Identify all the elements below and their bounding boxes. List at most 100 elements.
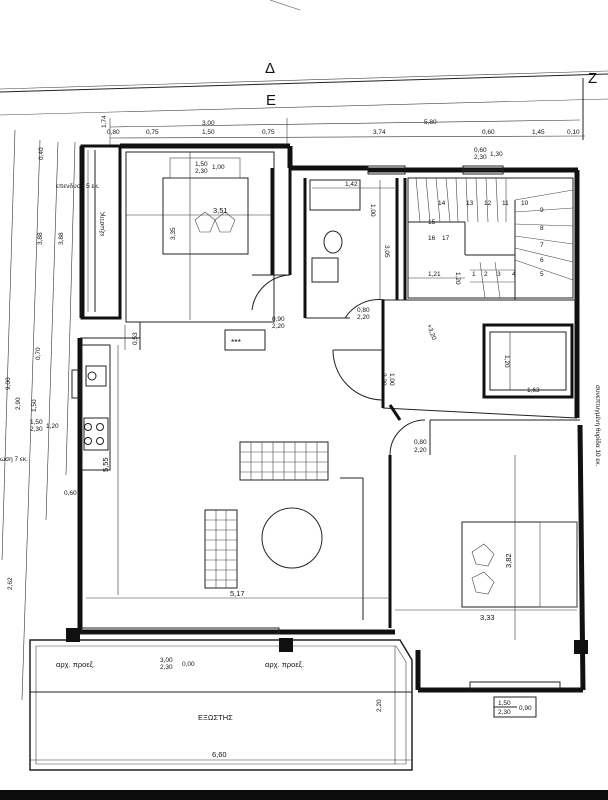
- left-dim-3-88-inner: 3,88: [58, 232, 65, 245]
- bath-small: 1,00: [369, 204, 376, 217]
- window-tr-1-30: 1,30: [490, 151, 503, 158]
- stair-dim-1-21: 1,21: [428, 271, 441, 278]
- door-swings: [251, 274, 426, 456]
- stair-10: 10: [521, 200, 529, 207]
- window-center-0-00: 0,00: [182, 661, 195, 668]
- top-right-window: [367, 165, 504, 175]
- bed1-window-1-00: 1,00: [212, 164, 225, 171]
- lift-shaft: [482, 323, 574, 399]
- stair-5: 5: [540, 271, 544, 278]
- left-dimension-lines: [1, 129, 76, 701]
- kitchen-dim: 0,53: [132, 332, 139, 345]
- bath-height: 3,05: [383, 245, 390, 258]
- bed2-height: 3,82: [504, 553, 513, 568]
- left-balcony: [87, 150, 96, 312]
- interior-walls: [80, 168, 580, 628]
- left-dim-3-88-outer: 3,88: [37, 232, 44, 245]
- top-dim-0-10: 0,10: [567, 129, 580, 136]
- stair-13: 13: [466, 200, 474, 207]
- left-dim-9-00: 9,00: [5, 377, 12, 390]
- bed1-window-1-50: 1,50: [195, 161, 208, 168]
- left-dim-0-60: 0,60: [64, 490, 77, 497]
- arx-proex-mid: αρχ. προεξ.: [265, 660, 304, 669]
- stair-7: 7: [540, 242, 544, 249]
- living-room: [86, 345, 388, 599]
- top-dim-5-80: 5,80: [424, 119, 437, 126]
- left-dim-small-2-30: 2,30: [30, 426, 43, 433]
- staircase: [407, 177, 574, 300]
- left-balcony-label: εξωστης: [99, 212, 106, 236]
- bathroom: [309, 179, 395, 300]
- pillar-left: [66, 628, 80, 642]
- top-dim-1-45: 1,45: [532, 129, 545, 136]
- compass-letter-bottom: Ε: [266, 92, 276, 109]
- stair-8: 8: [540, 225, 544, 232]
- lift-height: 1,20: [503, 355, 510, 368]
- left-dim-2-90: 2,90: [15, 397, 22, 410]
- stair-17: 17: [442, 235, 450, 242]
- left-label-epend2: ωση 7 εκ.: [0, 456, 28, 463]
- bedroom-1: [125, 151, 275, 351]
- top-dim-3-74: 3,74: [373, 129, 386, 136]
- site-boundary: [0, 0, 608, 140]
- top-dimension-lines: [109, 118, 586, 145]
- kitchen: [71, 325, 126, 471]
- compass-letter-east: Z: [588, 70, 597, 87]
- window-center-3-00: 3,00: [160, 657, 173, 664]
- stair-1: 1: [472, 271, 476, 278]
- right-side-label: συνεπτυγμένη θυρίδα 10 εκ.: [594, 385, 602, 467]
- window-tag-box: [493, 696, 537, 718]
- top-dim-1-50: 1,50: [202, 129, 215, 136]
- living-height: 5,55: [101, 457, 110, 472]
- window-br-0-90: 0,90: [519, 705, 532, 712]
- bed2-width: 3,33: [480, 613, 495, 622]
- bottom-balcony: [29, 627, 588, 771]
- window-tr-2-30: 2,30: [474, 154, 487, 161]
- window-br-2-30: 2,30: [498, 709, 511, 716]
- door1-w: 0,90: [272, 316, 285, 323]
- door3-w: 1,00: [388, 373, 395, 386]
- stair-dim-1-20: 1,20: [454, 272, 461, 285]
- window-tr-0-60: 0,60: [474, 147, 487, 154]
- bed1-width: 3,51: [213, 206, 228, 215]
- window-br-1-50: 1,50: [498, 700, 511, 707]
- left-dim-1-50: 1,50: [31, 399, 38, 412]
- balcony-width: 6,60: [212, 750, 227, 759]
- scan-edge: [0, 790, 608, 800]
- outer-walls: [77, 143, 586, 693]
- stair-14: 14: [438, 200, 446, 207]
- stair-2: 2: [484, 271, 488, 278]
- stair-4: 4: [512, 271, 516, 278]
- stair-11: 11: [502, 200, 509, 207]
- door4-h: 2,20: [414, 447, 427, 454]
- balcony-label: ΕΞΩΣΤΗΣ: [198, 713, 233, 722]
- top-dim-0-80: 0,80: [107, 129, 120, 136]
- stair-15: 15: [428, 219, 436, 226]
- left-dim-2-62: 2,62: [7, 577, 14, 590]
- stair-3: 3: [497, 271, 501, 278]
- level-mark: +3,20: [425, 323, 437, 341]
- door2-w: 0,80: [357, 307, 370, 314]
- top-dim-0-60: 0,60: [482, 129, 495, 136]
- top-dim-0-75b: 0,75: [262, 129, 275, 136]
- compass-letter-top: Δ: [265, 60, 275, 77]
- balcony-depth: 2,20: [376, 699, 383, 712]
- stair-16: 16: [428, 235, 436, 242]
- living-width: 5,17: [230, 589, 245, 598]
- door4-w: 0,80: [414, 439, 427, 446]
- bath-width: 1,42: [345, 181, 358, 188]
- window-center-2-30: 2,30: [160, 664, 173, 671]
- bed1-window-2-30: 2,30: [195, 168, 208, 175]
- pillar-mid: [279, 638, 293, 652]
- closet-star: ***: [231, 337, 242, 347]
- bed1-height: 3,35: [170, 227, 177, 240]
- left-dim-1-20: 1,20: [46, 423, 59, 430]
- top-dim-0-75a: 0,75: [146, 129, 159, 136]
- stair-6: 6: [540, 257, 544, 264]
- left-dim-small-1-50: 1,50: [30, 419, 43, 426]
- top-dim-corner: 1,74: [101, 115, 108, 128]
- top-dim-3-00: 3,00: [202, 120, 215, 127]
- door3-h: 2,20: [380, 373, 387, 386]
- arx-proex-left: αρχ. προεξ.: [56, 660, 95, 669]
